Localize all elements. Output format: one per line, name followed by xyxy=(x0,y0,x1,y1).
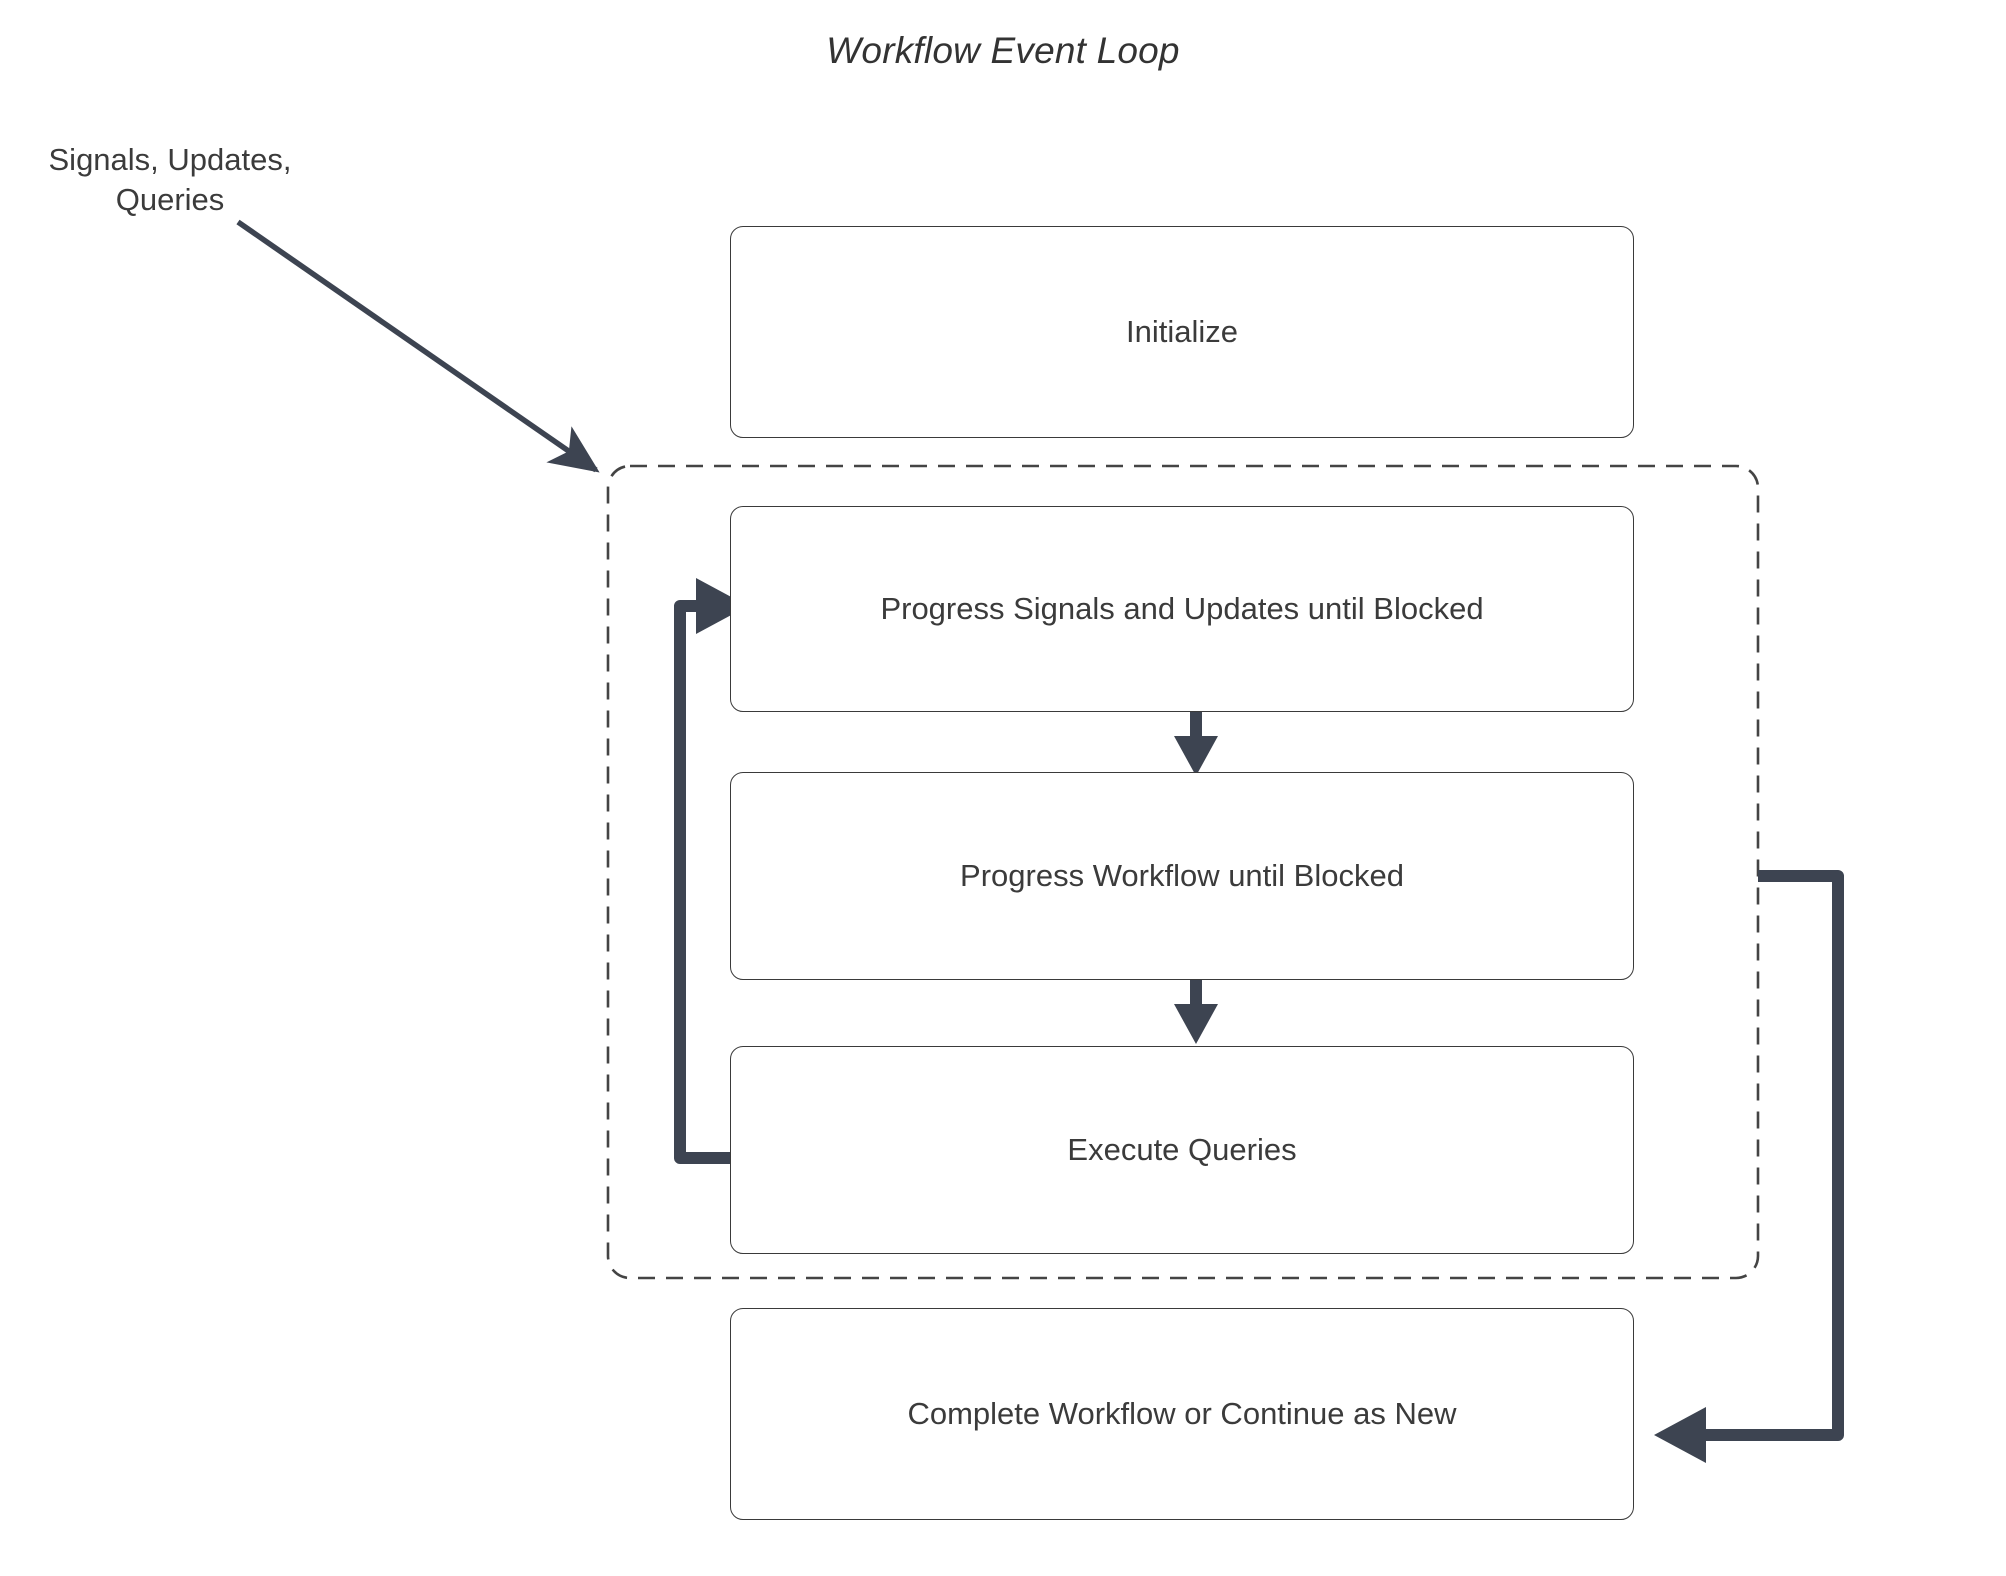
edge-external-input-to-loop xyxy=(236,219,600,473)
node-progress-workflow-label: Progress Workflow until Blocked xyxy=(960,858,1404,894)
external-input-label-line1: Signals, Updates, xyxy=(48,142,292,177)
node-complete-workflow[interactable]: Complete Workflow or Continue as New xyxy=(730,1308,1634,1520)
node-initialize[interactable]: Initialize xyxy=(730,226,1634,438)
node-complete-workflow-label: Complete Workflow or Continue as New xyxy=(907,1396,1457,1432)
page-title: Workflow Event Loop xyxy=(826,30,1180,71)
node-progress-signals[interactable]: Progress Signals and Updates until Block… xyxy=(730,506,1634,712)
external-input-label: Signals, Updates, Queries xyxy=(20,140,320,219)
node-execute-queries[interactable]: Execute Queries xyxy=(730,1046,1634,1254)
node-progress-workflow[interactable]: Progress Workflow until Blocked xyxy=(730,772,1634,980)
node-execute-queries-label: Execute Queries xyxy=(1067,1132,1297,1168)
node-progress-signals-label: Progress Signals and Updates until Block… xyxy=(880,591,1484,627)
node-initialize-label: Initialize xyxy=(1126,314,1238,350)
external-input-label-line2: Queries xyxy=(115,181,225,217)
